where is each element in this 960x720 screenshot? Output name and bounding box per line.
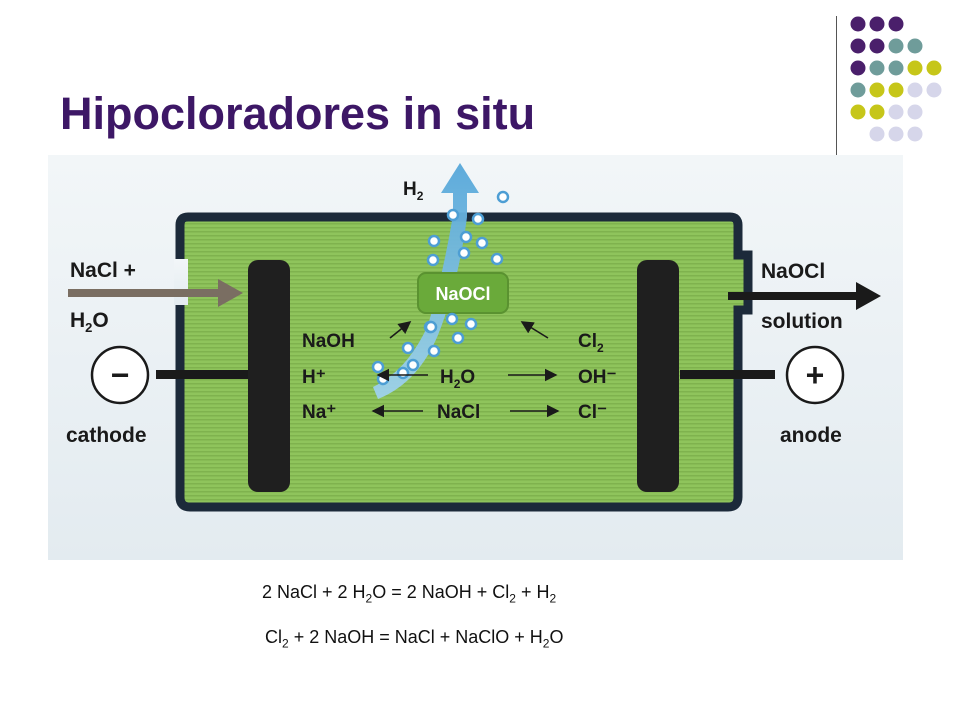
decorative-dot bbox=[926, 82, 942, 98]
cl2-label: Cl2 bbox=[578, 331, 604, 355]
cathode-label: cathode bbox=[66, 424, 147, 447]
cathode-sign-circle bbox=[90, 345, 150, 405]
naocl-box bbox=[417, 272, 509, 314]
decorative-dot bbox=[850, 38, 866, 54]
equation-electrolysis: 2 NaCl + 2 H2O = 2 NaOH + Cl2 + H2 bbox=[262, 582, 557, 606]
bubble bbox=[464, 317, 478, 331]
tank-inlet-gap bbox=[174, 259, 188, 305]
bubble bbox=[424, 320, 438, 334]
bubble bbox=[371, 360, 385, 374]
bubble bbox=[446, 208, 460, 222]
bubble bbox=[427, 344, 441, 358]
decorative-dot bbox=[869, 16, 885, 32]
outlet-label-line1: NaOCl bbox=[761, 260, 825, 283]
decorative-dot bbox=[850, 60, 866, 76]
decorative-dot bbox=[888, 38, 904, 54]
bubble bbox=[475, 236, 489, 250]
oh-minus-label: OH⁻ bbox=[578, 367, 617, 388]
decorative-dot bbox=[907, 82, 923, 98]
bubble bbox=[457, 246, 471, 260]
bubble bbox=[451, 331, 465, 345]
anode-label: anode bbox=[780, 424, 842, 447]
anode-sign-circle bbox=[785, 345, 845, 405]
water-label: H2O bbox=[440, 367, 475, 391]
cathode-wire bbox=[156, 370, 251, 379]
salt-label: NaCl bbox=[437, 402, 480, 423]
decorative-dot bbox=[926, 60, 942, 76]
decorative-dot bbox=[888, 16, 904, 32]
hydrogen-flow-arrow bbox=[373, 163, 479, 399]
bubble bbox=[427, 234, 441, 248]
outlet-arrow bbox=[728, 282, 881, 310]
inlet-label-line2: H2O bbox=[70, 309, 109, 335]
bubble bbox=[459, 230, 473, 244]
naoh-to-naocl-arrow bbox=[389, 321, 412, 339]
decorative-dot bbox=[869, 104, 885, 120]
decorative-dot bbox=[869, 60, 885, 76]
cl2-to-naocl-arrow bbox=[520, 321, 549, 339]
bubble bbox=[445, 312, 459, 326]
h-plus-label: H⁺ bbox=[302, 367, 326, 388]
bubble bbox=[401, 341, 415, 355]
reaction-arrows bbox=[371, 321, 560, 418]
decorative-dot bbox=[888, 82, 904, 98]
hydrogen-bubbles bbox=[371, 190, 510, 386]
electrolysis-cell-diagram: NaOCl − + NaCl + H2O NaOCl solution cath… bbox=[48, 155, 903, 560]
hydrogen-gas-label: H2 bbox=[403, 179, 424, 203]
decorative-dot bbox=[850, 104, 866, 120]
bubble bbox=[490, 252, 504, 266]
bubble bbox=[471, 212, 485, 226]
cl-minus-label: Cl⁻ bbox=[578, 402, 607, 423]
decorative-dot-grid bbox=[850, 16, 942, 142]
decorative-dot bbox=[907, 104, 923, 120]
decorative-dot bbox=[888, 126, 904, 142]
decorative-dot bbox=[869, 82, 885, 98]
bubble bbox=[426, 253, 440, 267]
bubble bbox=[396, 366, 410, 380]
naoh-label: NaOH bbox=[302, 331, 355, 352]
title-divider bbox=[836, 16, 837, 156]
cathode-plate bbox=[248, 260, 290, 492]
decorative-dot bbox=[869, 126, 885, 142]
inlet-arrow bbox=[68, 279, 243, 307]
slide-title: Hipocloradores in situ bbox=[60, 88, 536, 139]
decorative-dot bbox=[850, 82, 866, 98]
electrolyte-tank bbox=[175, 212, 753, 512]
decorative-dot bbox=[907, 126, 923, 142]
outlet-label-line2: solution bbox=[761, 310, 843, 333]
anode-sign: + bbox=[806, 357, 825, 393]
naocl-box-label: NaOCl bbox=[435, 284, 490, 304]
electrolysis-cell-figure: NaOCl − + NaCl + H2O NaOCl solution cath… bbox=[48, 155, 903, 560]
equation-hypochlorite-formation: Cl2 + 2 NaOH = NaCl + NaClO + H2O bbox=[265, 627, 564, 651]
decorative-dot bbox=[907, 38, 923, 54]
anode-wire bbox=[680, 370, 775, 379]
cathode-sign: − bbox=[111, 357, 130, 393]
decorative-dot bbox=[888, 104, 904, 120]
decorative-dot bbox=[850, 16, 866, 32]
inlet-label-line1: NaCl + bbox=[70, 259, 136, 282]
na-plus-label: Na⁺ bbox=[302, 402, 336, 423]
decorative-dot bbox=[869, 38, 885, 54]
bubble bbox=[406, 358, 420, 372]
bubble bbox=[496, 190, 510, 204]
decorative-dot bbox=[907, 60, 923, 76]
decorative-dot bbox=[888, 60, 904, 76]
anode-plate bbox=[637, 260, 679, 492]
